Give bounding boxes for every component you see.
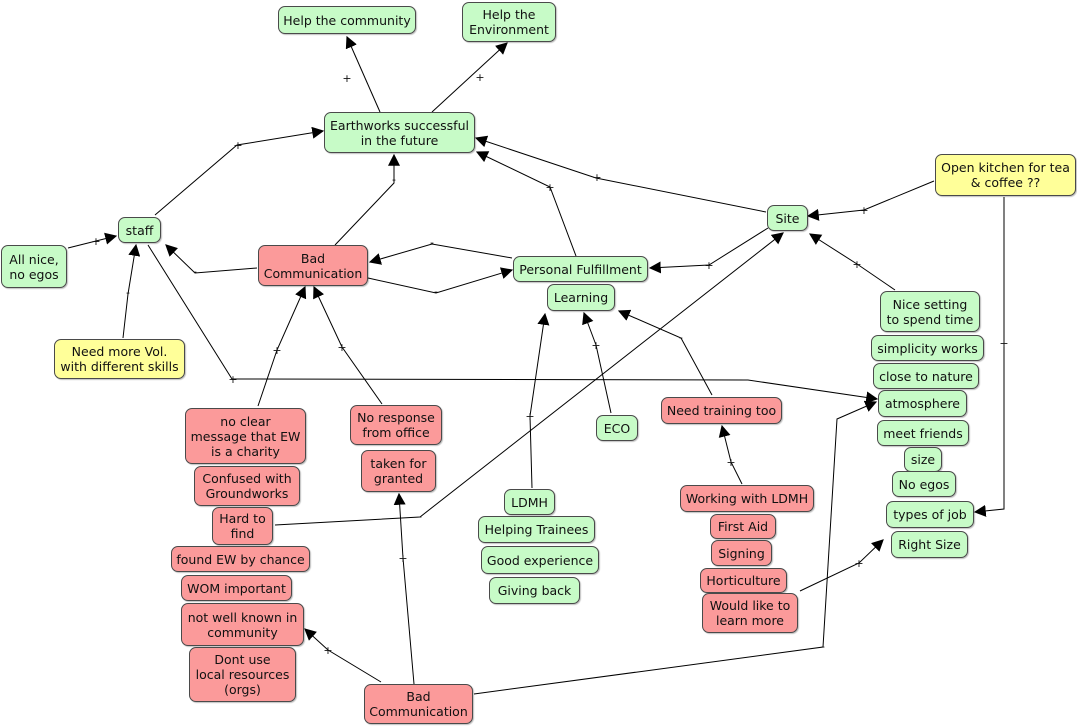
edge-label: + <box>592 171 601 184</box>
node-atmosphere[interactable]: atmosphere <box>878 390 967 417</box>
node-no-egos[interactable]: No egos <box>892 471 956 497</box>
node-found-by-chance[interactable]: found EW by chance <box>171 546 310 572</box>
node-ldmh[interactable]: LDMH <box>504 489 555 515</box>
edge-label: + <box>233 139 242 152</box>
node-site[interactable]: Site <box>767 205 808 231</box>
edge-label: + <box>854 557 863 570</box>
node-helping-trainees[interactable]: Helping Trainees <box>478 516 595 543</box>
edge-working-training <box>718 424 743 485</box>
edge-staff-atmosphere <box>147 244 879 404</box>
edge-noresponse-badcomm <box>313 285 383 405</box>
edge-allnice-staff <box>67 232 118 249</box>
node-nice-setting[interactable]: Nice setting to spend time <box>880 291 980 332</box>
edge-label: - <box>679 331 683 344</box>
node-help-community[interactable]: Help the community <box>278 6 416 34</box>
edge-badcomm-earthworks <box>334 153 400 246</box>
edge-label: + <box>704 259 713 272</box>
edge-label: + <box>323 644 332 657</box>
node-confused-groundworks[interactable]: Confused with Groundworks <box>194 466 300 506</box>
node-all-nice[interactable]: All nice, no egos <box>1 245 67 288</box>
node-dont-use-local[interactable]: Dont use local resources (orgs) <box>189 647 296 702</box>
node-need-training[interactable]: Need training too <box>661 397 782 424</box>
edge-badcomm-staff <box>165 244 258 274</box>
edge-label: + <box>852 258 861 271</box>
edge-label: + <box>342 72 351 85</box>
node-bad-communication-top[interactable]: Bad Communication <box>258 245 368 286</box>
node-taken-for-granted[interactable]: taken for granted <box>361 450 436 492</box>
edge-staff-earthworks <box>154 126 325 216</box>
edge-badcommbottom-notwellknown <box>304 628 382 683</box>
node-no-clear-message[interactable]: no clear message that EW is a charity <box>185 408 306 464</box>
edge-label: + <box>228 373 237 386</box>
edge-label: - <box>821 640 825 653</box>
node-meet-friends[interactable]: meet friends <box>877 420 969 446</box>
node-earthworks-successful[interactable]: Earthworks successful in the future <box>324 112 475 153</box>
edge-label: + <box>525 410 534 423</box>
edge-label: + <box>545 181 554 194</box>
edge-label: - <box>193 265 197 278</box>
node-eco[interactable]: ECO <box>596 415 638 441</box>
node-would-like-to-learn[interactable]: Would like to learn more <box>702 593 798 633</box>
edge-training-learning <box>617 309 713 396</box>
edge-eco-learning <box>582 311 612 414</box>
node-personal-fulfillment[interactable]: Personal Fulfillment <box>513 256 648 282</box>
node-no-response[interactable]: No response from office <box>350 405 442 445</box>
edge-badcommbottom-granted <box>393 492 415 685</box>
edge-label: + <box>999 337 1008 350</box>
edge-earthworks-environment <box>431 42 508 113</box>
edge-badcommbottom-atmosphere <box>473 400 878 695</box>
edge-kitchen-typesofjob <box>973 197 1005 517</box>
node-need-more-vol[interactable]: Need more Vol. with different skills <box>54 339 185 379</box>
node-close-to-nature[interactable]: close to nature <box>873 363 979 389</box>
edge-site-earthworks <box>474 135 767 213</box>
edge-label: + <box>91 235 100 248</box>
edge-label: - <box>430 236 434 249</box>
edge-hardtofind-site <box>274 232 784 526</box>
node-good-experience[interactable]: Good experience <box>481 546 599 574</box>
edge-label: + <box>726 456 735 469</box>
node-wom-important[interactable]: WOM important <box>181 575 292 601</box>
node-help-environment[interactable]: Help the Environment <box>462 2 556 42</box>
edge-kitchen-site <box>806 180 935 221</box>
node-open-kitchen[interactable]: Open kitchen for tea & coffee ?? <box>935 154 1076 196</box>
edge-noclear-badcomm <box>257 285 307 407</box>
node-first-aid[interactable]: First Aid <box>710 514 776 539</box>
node-working-with-ldmh[interactable]: Working with LDMH <box>680 485 814 512</box>
edge-label: + <box>272 344 281 357</box>
node-hard-to-find[interactable]: Hard to find <box>212 507 273 545</box>
edge-label: - <box>392 173 396 186</box>
edge-personal-earthworks <box>475 151 577 257</box>
node-staff[interactable]: staff <box>118 217 161 243</box>
edge-site-personal <box>648 227 769 274</box>
edge-earthworks-community <box>345 35 381 113</box>
edge-label: + <box>475 71 484 84</box>
edge-nicesetting-site <box>808 233 896 291</box>
edge-vol-staff <box>122 243 141 339</box>
node-learning[interactable]: Learning <box>547 284 615 311</box>
edge-label: + <box>337 341 346 354</box>
edge-label: + <box>591 339 600 352</box>
edge-label: - <box>418 510 422 523</box>
node-horticulture[interactable]: Horticulture <box>700 568 787 593</box>
edge-label: - <box>434 285 438 298</box>
node-right-size[interactable]: Right Size <box>891 531 968 558</box>
edge-badcomm-personal <box>367 267 514 294</box>
edge-personal-badcomm <box>368 243 513 265</box>
node-types-of-job[interactable]: types of job <box>886 501 974 528</box>
edge-label: - <box>126 286 130 299</box>
edge-wouldlike-typesofjob <box>799 539 884 592</box>
node-simplicity-works[interactable]: simplicity works <box>871 335 984 361</box>
node-size[interactable]: size <box>904 447 942 472</box>
edge-ldmh-learning <box>529 312 550 489</box>
node-bad-communication-bottom[interactable]: Bad Communication <box>364 684 473 724</box>
node-giving-back[interactable]: Giving back <box>489 577 580 604</box>
edge-label: + <box>398 552 407 565</box>
node-not-well-known[interactable]: not well known in community <box>181 603 304 646</box>
edge-label: + <box>859 204 868 217</box>
node-signing[interactable]: Signing <box>711 540 772 566</box>
